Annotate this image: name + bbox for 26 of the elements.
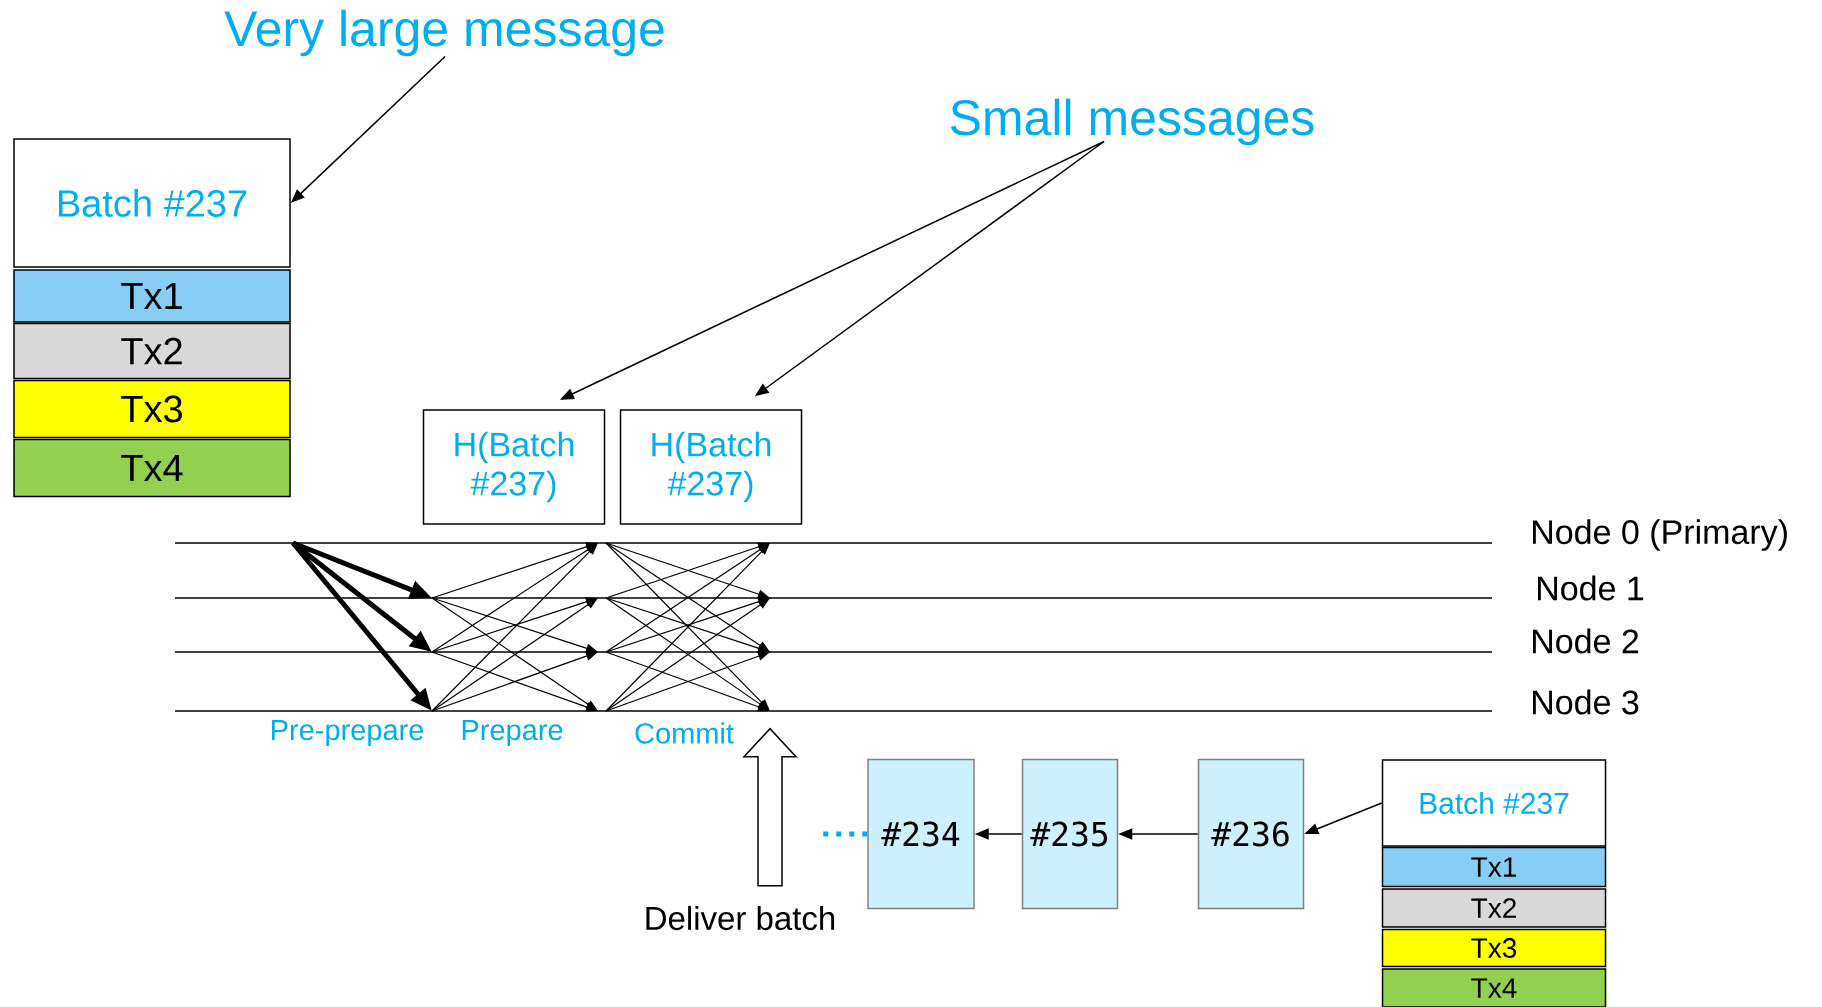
node-label: Node 1 bbox=[1538, 575, 1644, 601]
message-caption: Small messages bbox=[950, 98, 1314, 146]
transaction-row: Tx4 bbox=[13, 438, 291, 498]
message-caption: Very large message bbox=[224, 9, 664, 57]
arrow bbox=[742, 727, 798, 887]
transaction-row: Tx3 bbox=[1381, 928, 1607, 968]
batch-box: Batch #237 bbox=[13, 138, 291, 268]
transaction-row: Tx2 bbox=[13, 322, 291, 380]
transaction-row: Tx1 bbox=[1381, 846, 1607, 888]
caption-text: Deliver batch bbox=[646, 905, 835, 931]
batch-box: Batch #237 bbox=[1381, 759, 1607, 847]
node-label: Node 3 bbox=[1533, 689, 1639, 715]
hash-box: H(Batch #237) bbox=[619, 409, 803, 525]
block-box: #235 bbox=[1021, 758, 1119, 910]
node-label: Node 2 bbox=[1533, 628, 1639, 654]
node-label: Node 0 (Primary) bbox=[1533, 519, 1787, 551]
transaction-row: Tx3 bbox=[13, 379, 291, 439]
phase-label: Pre-prepare bbox=[272, 720, 424, 746]
transaction-row: Tx4 bbox=[1381, 968, 1607, 1007]
phase-label: Prepare bbox=[462, 720, 563, 746]
block-box: #234 bbox=[867, 758, 975, 910]
block-box: #236 bbox=[1197, 758, 1305, 910]
transaction-row: Tx2 bbox=[1381, 888, 1607, 928]
hash-box: H(Batch #237) bbox=[422, 409, 606, 525]
phase-label: Commit bbox=[635, 722, 734, 744]
transaction-row: Tx1 bbox=[13, 269, 291, 323]
